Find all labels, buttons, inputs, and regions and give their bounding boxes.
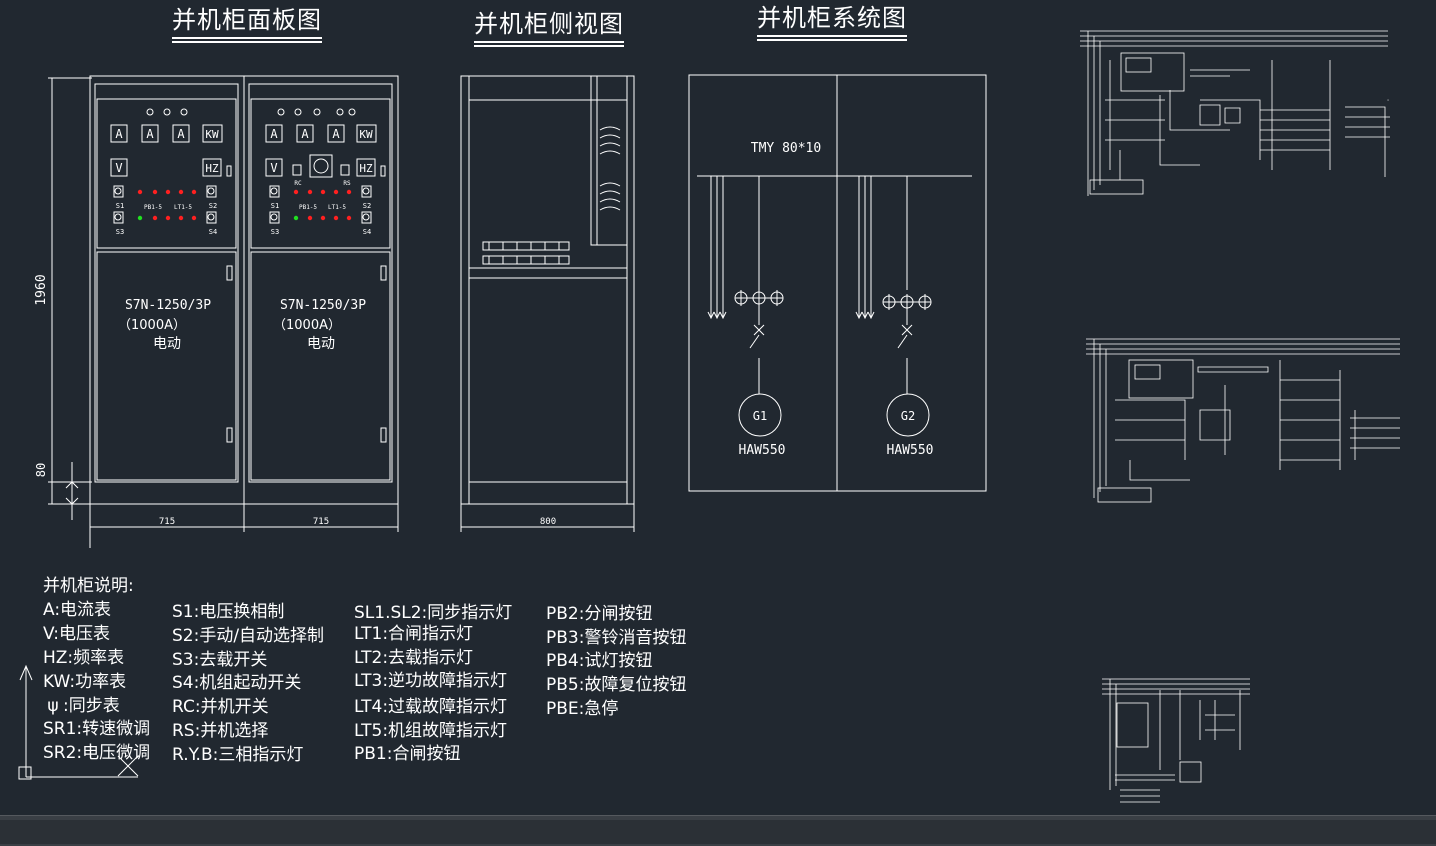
gen2-label: G2 [901, 409, 915, 423]
busbar-label: TMY 80*10 [751, 141, 821, 156]
legend-item: PB2:分闸按钮 [546, 599, 652, 624]
meter-a2: A [301, 127, 309, 141]
width-label-right: 715 [313, 517, 329, 527]
breaker-current-right: （1000A） [273, 318, 341, 333]
legend-item: PB3:警铃消音按钮 [546, 623, 686, 648]
breaker-mode-left: 电动 [153, 336, 181, 352]
schematic-thumbnail-2[interactable] [1086, 339, 1400, 502]
legend-item: PB1:合闸按钮 [354, 739, 460, 764]
legend-item: LT4:过载故障指示灯 [354, 692, 507, 717]
scrollbar-track[interactable] [0, 820, 1436, 844]
meter-hz: HZ [359, 162, 373, 175]
legend-item: LT5:机组故障指示灯 [354, 716, 507, 741]
system-view [689, 75, 986, 491]
meter-a1: A [270, 127, 278, 141]
meter-a3: A [332, 127, 340, 141]
breaker-model-left: S7N-1250/3P [125, 298, 211, 313]
breaker-model-right: S7N-1250/3P [280, 298, 366, 313]
label-lt: LT1-5 [174, 204, 192, 211]
gen1-label: G1 [753, 409, 767, 423]
legend-item: A:电流表 [43, 595, 111, 620]
legend-item: LT2:去载指示灯 [354, 643, 473, 668]
breaker-current-left: （1000A） [118, 318, 186, 333]
legend-item: LT3:逆功故障指示灯 [354, 666, 507, 691]
legend-item: R.Y.B:三相指示灯 [172, 740, 303, 765]
legend-item: S2:手动/自动选择制 [172, 621, 324, 646]
legend-item: RC:并机开关 [172, 692, 269, 717]
base-label: 80 [34, 463, 48, 477]
label-s1: S1 [271, 202, 279, 210]
legend-item: S1:电压换相制 [172, 597, 284, 622]
side-width-label: 800 [540, 517, 556, 527]
meter-v: V [270, 161, 277, 175]
sync-meter-icon: ψ [43, 696, 63, 716]
label-rs: RS [343, 180, 351, 187]
legend-item: PB5:故障复位按钮 [546, 670, 686, 695]
meter-a1: A [115, 127, 123, 141]
legend-item: LT1:合闸指示灯 [354, 619, 473, 644]
label-s4: S4 [363, 228, 371, 236]
label-pb: PB1-5 [144, 204, 162, 211]
legend-text: :同步表 [63, 696, 120, 716]
legend-item: SR1:转速微调 [43, 714, 150, 739]
bottom-scrollbar[interactable] [0, 815, 1436, 846]
legend-item: PB4:试灯按钮 [546, 646, 652, 671]
legend-item: V:电压表 [43, 619, 110, 644]
legend-item: KW:功率表 [43, 667, 126, 692]
meter-hz: HZ [205, 162, 219, 175]
label-s2: S2 [209, 202, 217, 210]
meter-a2: A [146, 127, 154, 141]
gen2-model: HAW550 [887, 443, 934, 458]
side-view [461, 76, 634, 532]
label-s4: S4 [209, 228, 217, 236]
legend-item-sync-meter: ψ:同步表 [43, 691, 120, 716]
legend-item: PBE:急停 [546, 694, 618, 719]
label-rc: RC [294, 180, 302, 187]
schematic-thumbnail-3[interactable] [1102, 679, 1250, 802]
breaker-mode-right: 电动 [307, 336, 335, 352]
legend-item: HZ:频率表 [43, 643, 124, 668]
schematic-thumbnail-1[interactable] [1080, 31, 1390, 196]
meter-kw: KW [205, 128, 219, 141]
label-lt: LT1-5 [328, 204, 346, 211]
legend-header: 并机柜说明: [43, 571, 134, 596]
label-pb: PB1-5 [299, 204, 317, 211]
label-s1: S1 [116, 202, 124, 210]
height-label: 1960 [34, 274, 49, 305]
legend-item: S3:去载开关 [172, 645, 267, 670]
label-s3: S3 [271, 228, 279, 236]
width-label-left: 715 [159, 517, 175, 527]
label-s3: S3 [116, 228, 124, 236]
meter-a3: A [177, 127, 185, 141]
legend-item: SR2:电压微调 [43, 738, 150, 763]
label-s2: S2 [363, 202, 371, 210]
gen1-model: HAW550 [739, 443, 786, 458]
meter-v: V [115, 161, 122, 175]
legend-item: S4:机组起动开关 [172, 668, 301, 693]
legend-item: RS:并机选择 [172, 716, 268, 741]
meter-kw: KW [359, 128, 373, 141]
